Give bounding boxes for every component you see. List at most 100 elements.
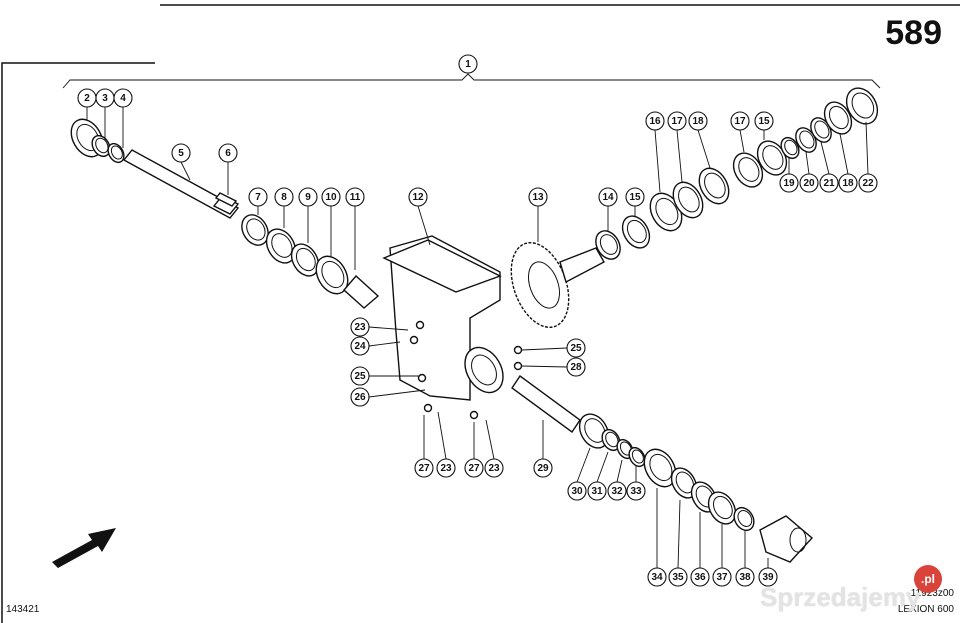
callout-17: 17 [667,111,687,183]
callout-label: 36 [694,572,706,583]
callout-37: 37 [712,524,732,587]
ring-part [107,142,125,164]
callout-label: 5 [178,148,184,159]
ring-part [290,243,320,277]
callout-label: 15 [629,192,641,203]
callout-25: 25 [350,366,420,386]
callout-5: 5 [171,143,191,181]
callout-19: 19 [779,158,799,193]
callout-14: 14 [598,187,618,232]
callout-label: 28 [570,362,582,373]
callout-label: 16 [649,116,661,127]
callout-label: 29 [537,463,549,474]
page-number: 589 [885,14,942,52]
callout-27: 27 [464,422,484,478]
crown-gear [510,242,605,328]
callout-26: 26 [350,387,426,407]
callout-label: 7 [255,192,261,203]
screw-part [513,345,523,355]
callout-9: 9 [298,187,318,243]
callout-label: 34 [651,572,663,583]
drawing-code: 143421 [6,604,40,615]
callout-label: 33 [630,486,642,497]
callout-label: 22 [862,178,874,189]
callout-label: 18 [692,116,704,127]
callout-31: 31 [587,451,609,501]
ring-part [845,87,879,125]
callout-label: 18 [842,178,854,189]
callout-label: 2 [84,93,90,104]
key-part [214,192,238,207]
screw-part [469,410,479,420]
ring-part [643,448,677,488]
coupling-part [759,515,814,563]
callout-39: 39 [758,558,778,587]
callout-label: 1 [465,59,471,70]
ring-part [672,181,704,219]
callout-13: 13 [528,187,548,242]
callout-17: 17 [730,111,750,153]
callout-label: 27 [468,463,480,474]
callout-label: 20 [803,178,815,189]
callout-label: 30 [571,486,583,497]
callout-label: 26 [354,392,366,403]
callout-label: 31 [591,486,603,497]
callout-label: 38 [739,572,751,583]
ring-part [265,228,297,264]
ring-part [707,491,737,525]
callout-15: 15 [754,111,774,140]
ring-part [698,167,730,205]
screw-part [423,403,433,413]
callout-32: 32 [607,459,627,501]
callout-22: 22 [858,121,878,193]
callout-label: 6 [225,148,231,159]
ring-part [628,446,646,468]
callout-label: 3 [102,93,108,104]
ring-part [670,467,698,499]
ring-part [91,134,111,158]
callout-23: 23 [484,419,504,478]
ring-part [621,215,651,249]
ring-part [241,214,269,246]
assembly-bracket [62,73,881,89]
callout-30: 30 [567,447,591,501]
callout-1: 1 [458,54,478,74]
callout-label: 37 [716,572,728,583]
callout-label: 23 [440,463,452,474]
callout-29: 29 [533,420,553,478]
parts [70,87,879,563]
screw-part [415,320,425,330]
callout-11: 11 [345,187,365,270]
callout-12: 12 [408,187,431,246]
callout-34: 34 [647,488,667,587]
ring-part [823,101,853,135]
screw-part [409,335,419,345]
callout-35: 35 [668,499,688,587]
callout-18: 18 [688,111,711,169]
callout-16: 16 [645,111,665,193]
tube-part [511,375,581,433]
callout-label: 27 [418,463,430,474]
callout-33: 33 [626,466,646,501]
callout-label: 21 [823,178,835,189]
callout-label: 39 [762,572,774,583]
callout-15: 15 [625,187,645,216]
callout-label: 25 [570,343,582,354]
frame-lines [1,4,960,623]
callout-label: 35 [672,572,684,583]
callout-label: 15 [758,116,770,127]
callout-4: 4 [113,88,133,148]
screw-part [513,361,523,371]
callout-label: 10 [325,192,337,203]
callout-label: 23 [488,463,500,474]
direction-arrow-icon [52,528,116,568]
callout-38: 38 [735,530,755,587]
callout-23: 23 [436,411,456,478]
callout-24: 24 [350,336,401,356]
callout-2: 2 [77,88,97,120]
watermark-badge: .pl [914,565,942,593]
pinion-gear [343,274,380,309]
ring-part [732,152,764,188]
